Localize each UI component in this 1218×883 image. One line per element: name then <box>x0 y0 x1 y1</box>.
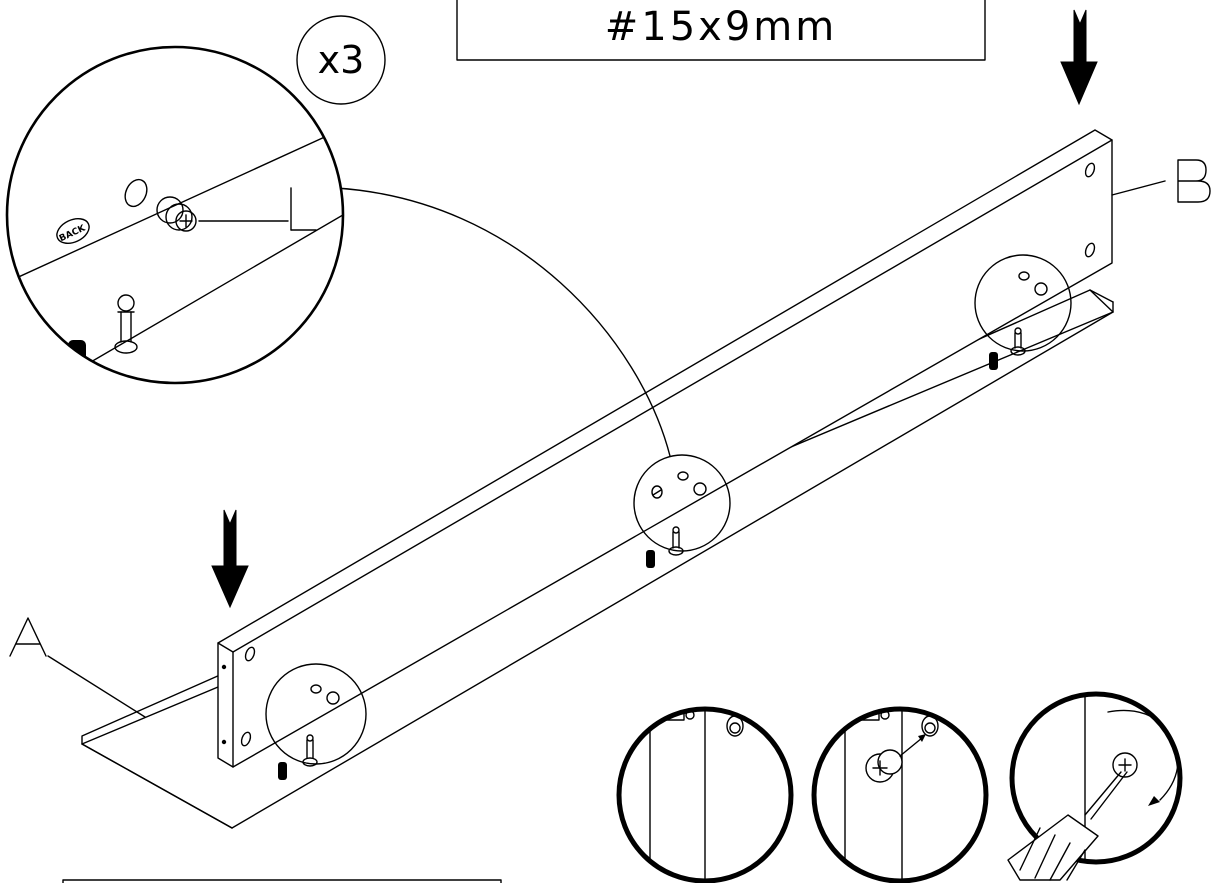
screw-spec-box: #15x9mm <box>456 0 986 61</box>
magnified-detail: BACK <box>5 45 345 385</box>
svg-text:A: A <box>28 654 29 657</box>
step-2-circle <box>811 706 989 883</box>
detail-circle-middle <box>633 454 731 556</box>
detail-circle-left <box>265 663 367 767</box>
screwdriver-icon <box>1007 814 1099 881</box>
down-arrow-icon <box>211 509 249 609</box>
dowel-icon <box>989 352 998 370</box>
step-1-circle <box>616 706 794 883</box>
dowel-icon <box>646 550 655 568</box>
callout-line <box>335 187 671 457</box>
detail-circle-right <box>974 254 1072 356</box>
part-label-a: A <box>9 617 146 718</box>
down-arrow-icon <box>1060 9 1098 106</box>
quantity-badge: x3 <box>296 15 386 105</box>
empty-box <box>62 879 502 883</box>
screw-spec-label: #15x9mm <box>605 4 837 50</box>
dowel-icon <box>278 762 287 780</box>
part-label-b: B <box>1111 159 1211 203</box>
quantity-label: x3 <box>318 38 365 82</box>
step-3-circle <box>1007 691 1183 881</box>
panel-b <box>217 129 1113 768</box>
